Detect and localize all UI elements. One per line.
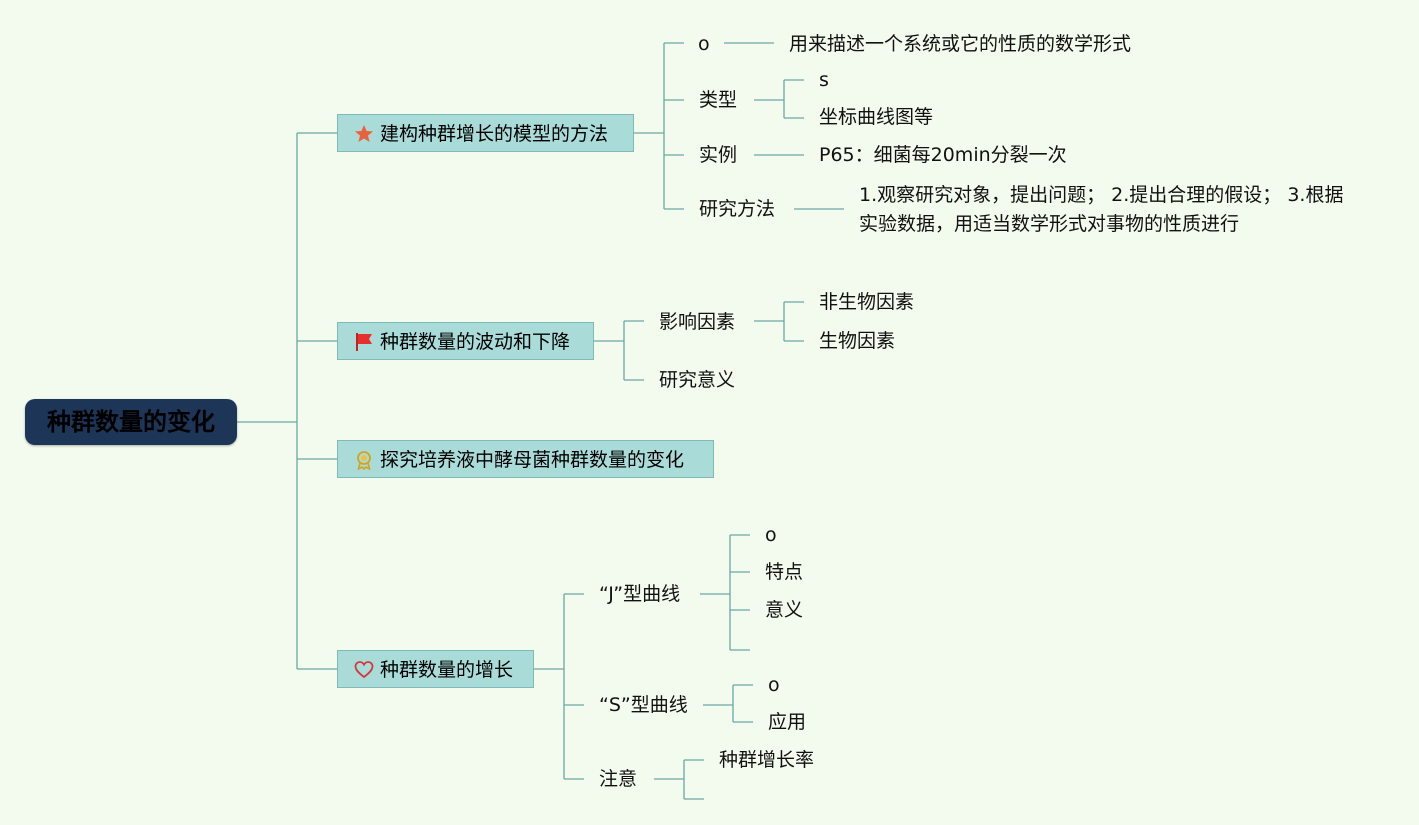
factor-biotic[interactable]: 生物因素 — [819, 330, 896, 352]
subtopic-significance[interactable]: 研究意义 — [659, 369, 736, 391]
subtopic-s-curve[interactable]: “S”型曲线 — [599, 694, 688, 716]
topic-label: 种群数量的增长 — [380, 659, 514, 681]
j-curve-o[interactable]: o — [765, 524, 777, 546]
flag-icon — [356, 333, 372, 351]
type-curve-graph[interactable]: 坐标曲线图等 — [819, 106, 934, 128]
note-research-line-2[interactable]: 实验数据，用适当数学形式对事物的性质进行 — [859, 213, 1240, 235]
note-growth-rate[interactable]: 种群增长率 — [719, 749, 815, 771]
subtopic-factors[interactable]: 影响因素 — [659, 311, 736, 333]
topic-growth[interactable]: 种群数量的增长 — [337, 650, 534, 688]
topic-yeast-experiment[interactable]: 探究培养液中酵母菌种群数量的变化 — [337, 440, 714, 478]
factor-abiotic[interactable]: 非生物因素 — [819, 291, 915, 313]
subtopic-j-curve[interactable]: “J”型曲线 — [599, 583, 681, 605]
s-curve-application[interactable]: 应用 — [768, 711, 807, 733]
topic-model-methods[interactable]: 建构种群增长的模型的方法 — [337, 114, 634, 152]
medal-icon — [357, 451, 371, 470]
j-curve-meaning[interactable]: 意义 — [765, 599, 804, 621]
subtopic-o[interactable]: o — [698, 33, 710, 55]
s-curve-o[interactable]: o — [768, 674, 780, 696]
type-s[interactable]: s — [819, 69, 829, 91]
star-icon — [355, 125, 373, 142]
subtopic-note[interactable]: 注意 — [599, 768, 638, 790]
topic-label: 种群数量的波动和下降 — [380, 331, 571, 353]
root-topic[interactable]: 种群数量的变化 — [25, 399, 237, 445]
topic-label: 探究培养液中酵母菌种群数量的变化 — [380, 449, 685, 471]
subtopic-types[interactable]: 类型 — [699, 89, 738, 111]
j-curve-features[interactable]: 特点 — [765, 561, 804, 583]
note-definition[interactable]: 用来描述一个系统或它的性质的数学形式 — [789, 33, 1132, 55]
note-example[interactable]: P65：细菌每20min分裂一次 — [819, 144, 1067, 166]
note-research-line-1[interactable]: 1.观察研究对象，提出问题； 2.提出合理的假设； 3.根据 — [859, 184, 1344, 206]
topic-fluctuation[interactable]: 种群数量的波动和下降 — [337, 322, 594, 360]
topic-label: 建构种群增长的模型的方法 — [380, 123, 609, 145]
subtopic-research-method[interactable]: 研究方法 — [699, 198, 776, 220]
heart-icon — [354, 661, 374, 679]
subtopic-example[interactable]: 实例 — [699, 144, 738, 166]
